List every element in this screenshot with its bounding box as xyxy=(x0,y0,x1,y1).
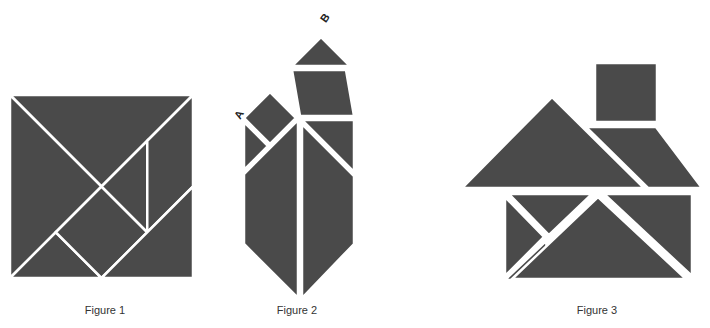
parallelogram-piece xyxy=(292,70,354,116)
point-letter: B xyxy=(318,11,332,24)
point-letter: A xyxy=(232,108,246,121)
figure-caption: Figure 3 xyxy=(577,300,617,318)
figure-title: Figure 3 xyxy=(577,304,617,316)
small-triangle xyxy=(688,276,692,280)
figure-caption: Figure 2 xyxy=(277,300,317,318)
parallelogram-piece xyxy=(586,127,702,188)
tangram-square xyxy=(10,95,193,278)
point-label: A xyxy=(228,106,248,122)
large-triangle xyxy=(302,124,354,298)
small-triangle xyxy=(102,141,148,233)
large-triangle xyxy=(244,120,298,298)
tangram-shape xyxy=(244,37,354,298)
figure-title: Figure 2 xyxy=(277,304,317,316)
chimney-square xyxy=(595,63,657,122)
medium-triangle xyxy=(102,187,194,279)
figure-title: Figure 1 xyxy=(85,304,125,316)
point-label: B xyxy=(314,9,333,26)
small-triangle xyxy=(292,37,350,66)
large-triangle xyxy=(604,194,692,276)
figure-caption: Figure 1 xyxy=(85,300,125,318)
tangram-house xyxy=(462,63,702,280)
